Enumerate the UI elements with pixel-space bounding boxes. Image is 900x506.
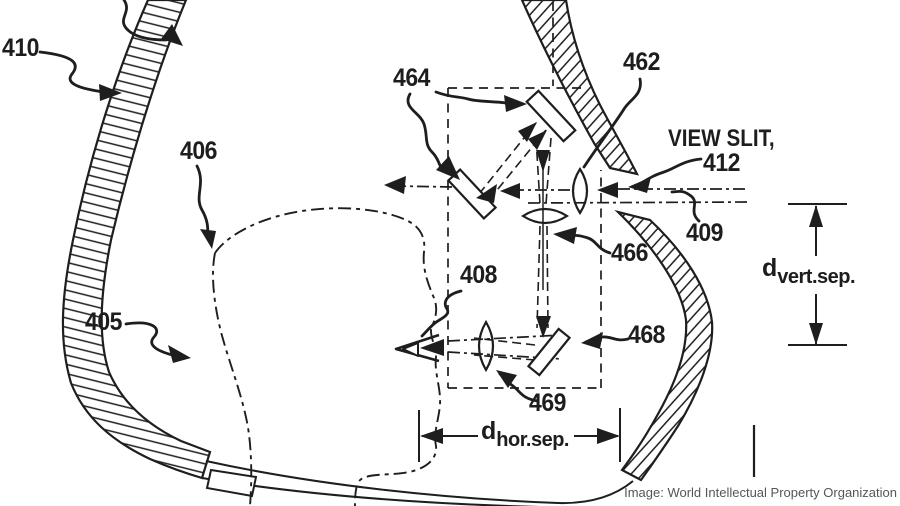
lens-469 bbox=[477, 319, 495, 373]
arrowheads bbox=[99, 24, 651, 388]
leader-462 bbox=[582, 77, 642, 169]
shell-lower-right-band bbox=[614, 209, 714, 482]
image-credit: Image: World Intellectual Property Organ… bbox=[624, 485, 897, 500]
ref-label-412: 412 bbox=[703, 149, 741, 177]
shell-bottom-segment bbox=[205, 468, 258, 498]
shell-left-band bbox=[61, 0, 212, 480]
leader-412 bbox=[641, 157, 703, 184]
view-slit-label: VIEW SLIT, bbox=[668, 125, 775, 152]
leader-464-right bbox=[434, 90, 508, 105]
lens-466 bbox=[520, 207, 570, 225]
eye-408 bbox=[394, 333, 440, 363]
ref-label-410: 410 bbox=[2, 34, 40, 62]
ref-label-468: 468 bbox=[628, 321, 666, 349]
horizontal-separation-dimension bbox=[418, 408, 621, 462]
shell-upper-right-band bbox=[520, 0, 640, 176]
ref-label-406: 406 bbox=[180, 137, 218, 165]
horizontal-separation-text: dhor.sep. bbox=[481, 417, 569, 451]
dim-symbol: d bbox=[762, 254, 778, 282]
optics-enclosure-box bbox=[447, 2, 602, 389]
leader-top-cutoff bbox=[122, 0, 168, 42]
shell-bottom-band-bottom-line bbox=[201, 477, 541, 506]
lens-462 bbox=[571, 166, 589, 216]
head-outline bbox=[212, 207, 441, 506]
ref-label-464: 464 bbox=[393, 64, 431, 92]
ref-label-408: 408 bbox=[460, 261, 498, 289]
ref-label-466: 466 bbox=[611, 239, 649, 267]
ref-label-462: 462 bbox=[623, 48, 661, 76]
ref-label-409: 409 bbox=[686, 219, 724, 247]
mirror-lower-468 bbox=[526, 327, 572, 377]
leader-lines bbox=[38, 0, 703, 403]
mirrors bbox=[446, 89, 577, 377]
dim-subscript: hor.sep. bbox=[496, 429, 569, 451]
ref-label-469: 469 bbox=[529, 389, 567, 417]
ref-label-405: 405 bbox=[85, 308, 123, 336]
leader-405 bbox=[124, 321, 178, 358]
leader-409 bbox=[670, 189, 701, 223]
shell-bottom-band-top-line bbox=[205, 460, 634, 505]
leader-464-down bbox=[406, 92, 446, 172]
lenses bbox=[477, 166, 589, 373]
leader-406 bbox=[195, 164, 210, 240]
dim-symbol: d bbox=[481, 417, 497, 445]
leader-410 bbox=[38, 50, 106, 94]
vertical-separation-dimension bbox=[788, 203, 847, 346]
leader-408 bbox=[420, 289, 463, 338]
vertical-separation-text: dvert.sep. bbox=[762, 254, 856, 288]
dim-subscript: vert.sep. bbox=[777, 266, 856, 288]
mirror-upper-464 bbox=[525, 89, 577, 143]
